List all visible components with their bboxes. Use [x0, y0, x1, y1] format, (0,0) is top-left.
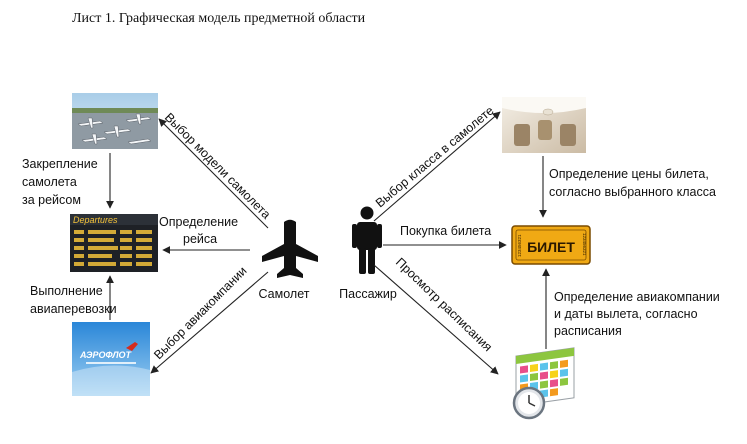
ticket-icon: БИЛЕТ 123456321 123456321 [511, 225, 591, 265]
passenger-icon [352, 206, 382, 274]
cabin-photo [502, 97, 586, 153]
arrows [106, 111, 550, 375]
label-airline-and-date: Определение авиакомпании и даты вылета, … [554, 290, 723, 338]
ticket-text: БИЛЕТ [527, 239, 575, 255]
arrow-passenger-to-cabin [373, 111, 501, 222]
label-class-choice: Выбор класса в самолете [373, 103, 497, 210]
page-title: Лист 1. Графическая модель предметной об… [72, 11, 366, 26]
departures-board: Departures [70, 214, 158, 272]
label-model-choice: Выбор модели самолета [162, 110, 273, 221]
label-ticket-purchase: Покупка билета [400, 224, 491, 238]
schedule-calendar-icon [512, 347, 575, 420]
ticket-number-right: 123456321 [582, 233, 587, 256]
label-perform-flight: Выполнение авиаперевозки [30, 284, 117, 316]
aeroflot-wordmark: АЭРОФЛОТ [79, 350, 133, 360]
label-assign-to-flight: Закрепление самолета за рейсом [22, 157, 101, 207]
arrow-passenger-to-schedule [373, 264, 499, 375]
label-schedule-view: Просмотр расписания [393, 255, 495, 354]
arrow-airplane-to-airfield [158, 118, 269, 229]
clock-icon [512, 386, 546, 420]
board-header-text: Departures [73, 215, 118, 225]
airplane-label: Самолет [259, 287, 310, 301]
airplane-icon [262, 219, 318, 278]
arrow-airplane-to-aeroflot [150, 271, 269, 374]
label-airline-choice: Выбор авиакомпании [151, 264, 249, 362]
ticket-number-left: 123456321 [517, 234, 522, 257]
passenger-label: Пассажир [339, 287, 397, 301]
aeroflot-logo: АЭРОФЛОТ [72, 322, 150, 396]
label-route-definition: Определение рейса [159, 215, 242, 246]
label-ticket-price: Определение цены билета, согласно выбран… [549, 167, 716, 199]
airfield-photo [72, 93, 158, 149]
